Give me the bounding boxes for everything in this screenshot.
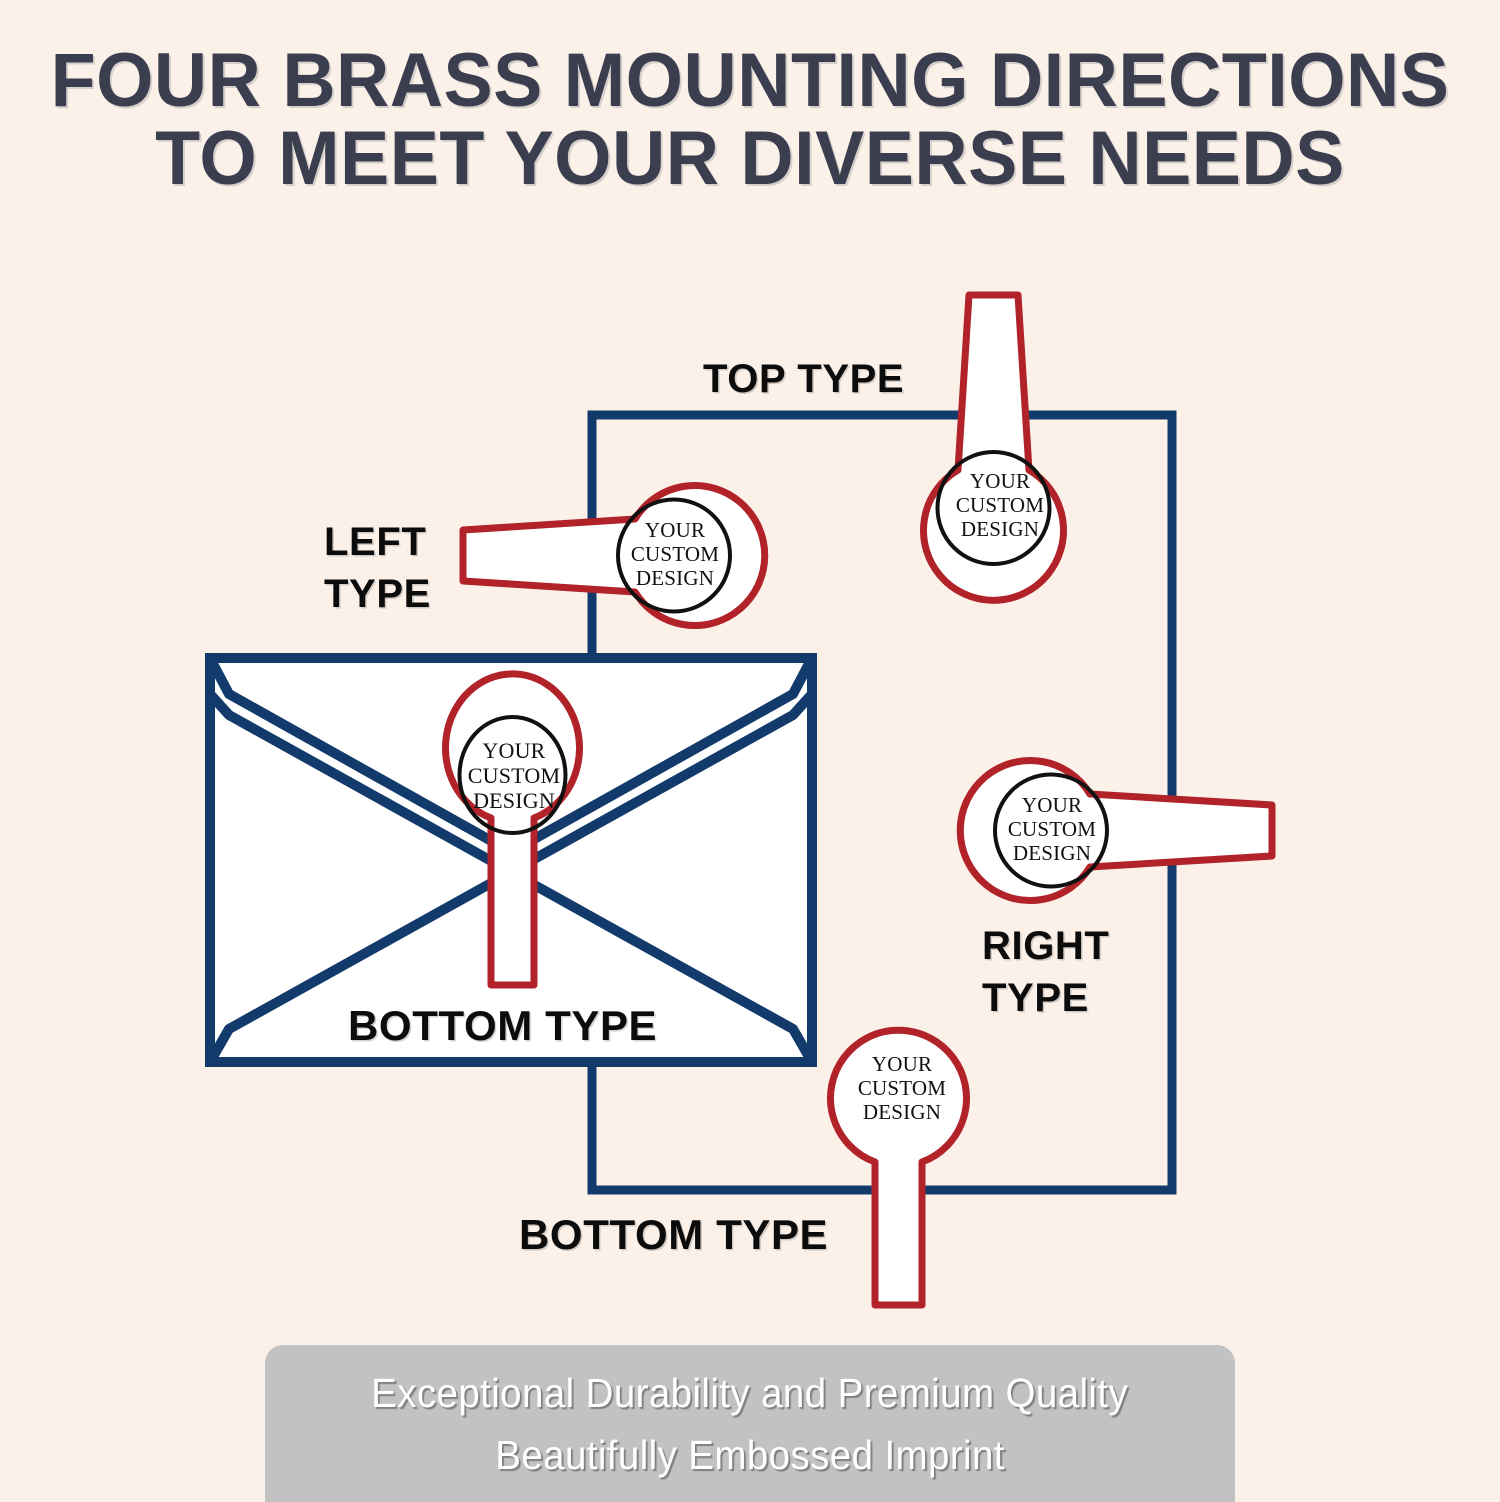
top-type-stamp[interactable] <box>920 291 1067 604</box>
page-title: FOUR BRASS MOUNTING DIRECTIONS TO MEET Y… <box>23 42 1478 198</box>
label-right-type-line-1: RIGHT <box>982 924 1110 968</box>
right-type-stamp-inner-ring <box>993 772 1109 889</box>
tagline-line-2: Beautifully Embossed Imprint <box>495 1431 1005 1478</box>
page-title-line-2: TO MEET YOUR DIVERSE NEEDS <box>155 116 1345 201</box>
right-type-stamp-shape <box>956 757 1276 904</box>
envelope-bottom-type-stamp-inner-ring <box>457 715 568 835</box>
label-left-type-line-2: TYPE <box>324 572 431 616</box>
outer-bottom-type-stamp-shape <box>827 1026 970 1309</box>
label-right-type-line-2: TYPE <box>982 976 1089 1020</box>
label-left-type-line-1: LEFT <box>324 520 427 564</box>
top-type-stamp-inner-ring <box>935 450 1052 566</box>
label-bottom-type-envelope: BOTTOM TYPE <box>348 1002 658 1049</box>
label-left-type: LEFT TYPE <box>324 516 431 620</box>
top-type-stamp-shape <box>920 291 1067 604</box>
tagline-line-1: Exceptional Durability and Premium Quali… <box>371 1369 1129 1416</box>
label-bottom-type-outer: BOTTOM TYPE <box>519 1211 829 1258</box>
left-type-stamp-shape <box>459 482 769 629</box>
label-top-type: TOP TYPE <box>703 357 905 401</box>
outer-bottom-type-stamp[interactable] <box>827 1026 970 1309</box>
left-type-stamp-inner-ring <box>616 497 732 614</box>
page-title-line-1: FOUR BRASS MOUNTING DIRECTIONS <box>50 38 1450 123</box>
envelope-body-outline <box>205 653 817 1067</box>
left-type-stamp[interactable] <box>459 482 769 629</box>
envelope-bottom-type-stamp[interactable] <box>442 670 583 989</box>
right-type-stamp[interactable] <box>956 757 1276 904</box>
envelope-bottom-type-stamp-shape <box>442 670 583 989</box>
tagline-banner: Exceptional Durability and Premium Quali… <box>265 1345 1235 1502</box>
label-right-type: RIGHT TYPE <box>982 920 1109 1024</box>
